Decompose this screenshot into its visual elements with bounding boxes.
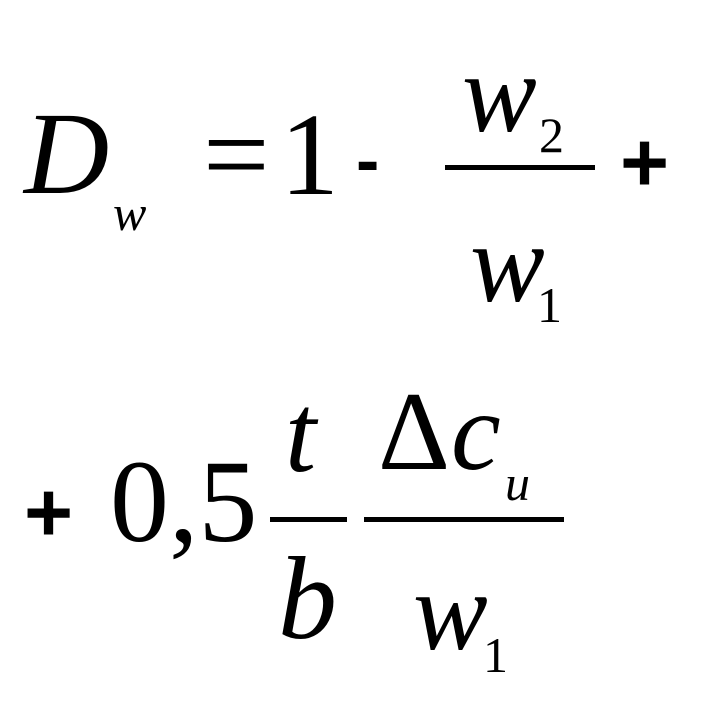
number-one: 1 <box>280 89 339 220</box>
fraction-b-denominator: b <box>278 533 337 664</box>
fraction-denominator-w-line2: w <box>413 550 488 674</box>
lhs-symbol-d: D <box>24 88 110 219</box>
lhs-subscript-w: w <box>113 185 147 241</box>
coefficient: 0,5 <box>110 436 258 567</box>
fraction-numerator-w: w <box>462 32 537 156</box>
fraction-numerator-subscript-2: 2 <box>539 107 564 163</box>
plus-sign-line2: + <box>24 465 74 559</box>
fraction-denominator-w: w <box>470 202 545 326</box>
fraction-denominator-subscript-1: 1 <box>537 277 562 333</box>
fraction-numerator-c: c <box>451 370 501 494</box>
minus-sign: - <box>356 121 380 199</box>
fraction-numerator-subscript-u: u <box>505 455 530 511</box>
fraction-bar-t-over-b <box>270 517 347 522</box>
fraction-bar <box>445 165 595 170</box>
fraction-bar-delta-c-over-w <box>364 517 564 522</box>
plus-sign: + <box>620 115 670 209</box>
fraction-denominator-subscript-1-line2: 1 <box>483 627 508 683</box>
fraction-t-numerator: t <box>285 372 317 496</box>
equals-sign: = <box>203 89 270 220</box>
delta-symbol: Δ <box>378 370 451 494</box>
